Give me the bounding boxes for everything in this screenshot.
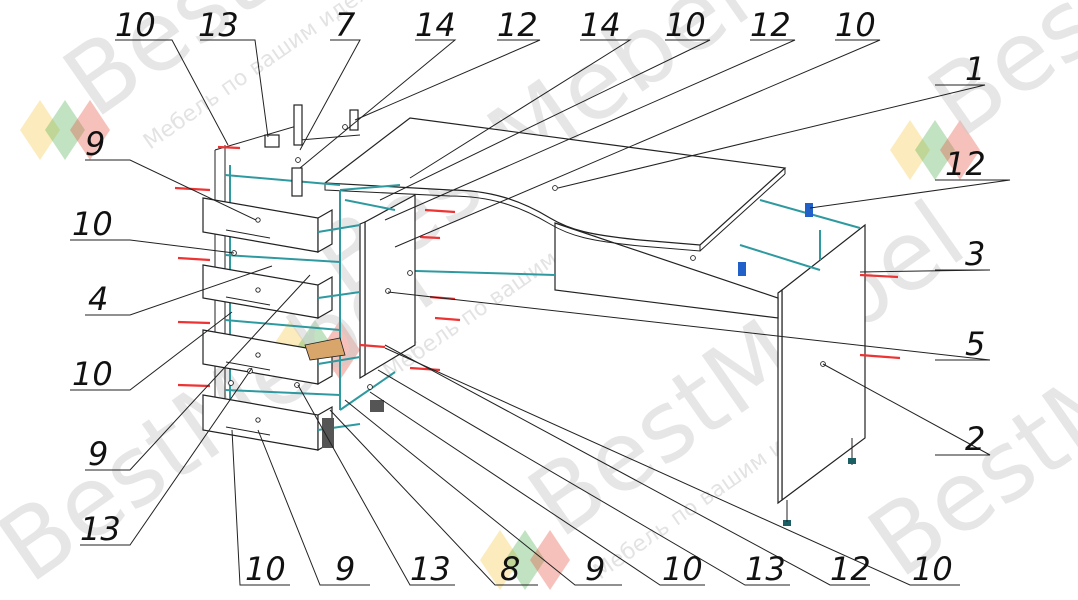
callout-label: 9 bbox=[85, 125, 105, 163]
side-panel-right-edge bbox=[777, 288, 783, 505]
tabletop bbox=[323, 117, 787, 246]
callout-label: 7 bbox=[335, 6, 356, 44]
callout-label: 9 bbox=[88, 435, 108, 473]
watermark-logo-icon bbox=[480, 530, 570, 590]
callout-label: 10 bbox=[72, 205, 113, 243]
callout-label: 13 bbox=[80, 510, 121, 548]
callout-label: 10 bbox=[115, 6, 156, 44]
callout-label: 10 bbox=[912, 550, 953, 588]
callout-label: 12 bbox=[497, 6, 538, 44]
desk-drawing bbox=[174, 104, 901, 526]
callout-label: 10 bbox=[665, 6, 706, 44]
drawer bbox=[202, 197, 333, 254]
foot-13 bbox=[322, 418, 334, 448]
callout-label: 10 bbox=[662, 550, 703, 588]
post-14 bbox=[349, 109, 359, 131]
callout-label: 10 bbox=[245, 550, 286, 588]
callout-labels: 10 13 7 14 12 14 10 12 10 1 9 12 10 3 4 … bbox=[72, 6, 986, 588]
callout-label: 13 bbox=[410, 550, 451, 588]
leg-foot bbox=[848, 458, 856, 464]
callout-label: 3 bbox=[965, 235, 985, 273]
callout-label: 14 bbox=[580, 6, 621, 44]
pedestal-side-panel-edge bbox=[359, 221, 366, 380]
callout-label: 10 bbox=[72, 355, 113, 393]
callout-label: 2 bbox=[965, 420, 985, 458]
post-7 bbox=[291, 167, 303, 197]
bracket-12 bbox=[805, 203, 813, 217]
foot-13 bbox=[370, 400, 384, 412]
watermark-logo-icon bbox=[20, 100, 110, 160]
leader-lines bbox=[70, 39, 1011, 586]
callout-label: 10 bbox=[835, 6, 876, 44]
connector-13 bbox=[264, 134, 280, 148]
leg-foot bbox=[783, 520, 791, 526]
callout-label: 9 bbox=[335, 550, 355, 588]
callout-label: 12 bbox=[750, 6, 791, 44]
callout-label: 14 bbox=[415, 6, 456, 44]
callout-label: 4 bbox=[88, 280, 108, 318]
modesty-panel bbox=[554, 222, 779, 319]
callout-label: 13 bbox=[198, 6, 239, 44]
post-14 bbox=[293, 104, 303, 146]
callout-label: 9 bbox=[585, 550, 605, 588]
callout-label: 12 bbox=[945, 145, 986, 183]
watermark-logo-icon bbox=[890, 120, 980, 180]
callout-label: 13 bbox=[745, 550, 786, 588]
callout-label: 8 bbox=[500, 550, 520, 588]
callout-label: 5 bbox=[965, 325, 985, 363]
callout-label: 1 bbox=[965, 50, 985, 88]
bracket-12 bbox=[738, 262, 746, 276]
callout-label: 12 bbox=[830, 550, 871, 588]
hinge-8 bbox=[304, 337, 346, 361]
